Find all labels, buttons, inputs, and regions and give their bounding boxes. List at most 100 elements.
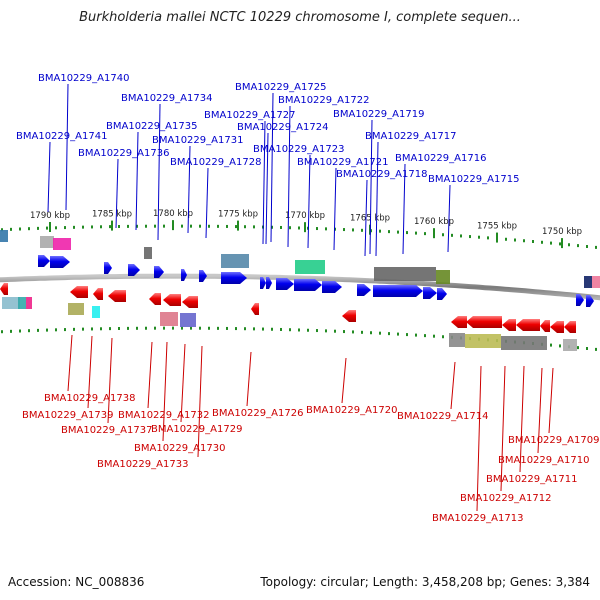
forward-leader-line [47,141,51,213]
reverse-leader-line [107,337,113,424]
forward-gene-label: BMA10229_A1715 [428,174,519,185]
forward-leader-line [115,158,119,229]
forward-leader-line [287,105,291,248]
reverse-leader-line [147,341,153,409]
reverse-gene [251,303,259,315]
reverse-gene-label: BMA10229_A1710 [498,455,589,466]
feature-block [53,238,71,250]
reverse-leader-line [162,341,168,442]
reverse-leader-line [180,343,186,423]
feature-block [449,333,465,347]
reverse-leader-line [500,365,506,492]
forward-gene [260,277,266,289]
forward-gene [294,279,322,291]
forward-gene [128,264,140,276]
scale-tick-label: 1790 kbp [30,211,70,221]
feature-block [436,270,450,284]
feature-block [68,303,84,315]
reverse-gene-label: BMA10229_A1712 [460,493,551,504]
reverse-gene [149,293,161,305]
outer-tick-ring [1,224,597,249]
feature-block [92,306,100,318]
forward-gene [357,284,371,296]
forward-leader-line [270,92,274,243]
forward-leader-line [205,167,209,239]
reverse-gene [93,288,103,300]
reverse-gene-label: BMA10229_A1737 [61,425,152,436]
reverse-gene [108,290,126,302]
forward-leader-line [307,154,311,249]
forward-leader-line [402,163,406,255]
forward-gene-label: BMA10229_A1718 [336,169,427,180]
reverse-gene [564,321,576,333]
forward-gene-label: BMA10229_A1734 [121,93,212,104]
reverse-leader-line [341,357,347,404]
feature-block [465,334,501,348]
feature-block [40,236,54,248]
forward-gene [104,262,112,274]
forward-gene [50,256,70,268]
forward-leader-line [187,145,191,234]
forward-gene-label: BMA10229_A1717 [365,131,456,142]
forward-gene [276,278,294,290]
forward-gene-label: BMA10229_A1740 [38,73,129,84]
reverse-gene-label: BMA10229_A1733 [97,459,188,470]
reverse-leader-line [246,351,252,407]
forward-gene-label: BMA10229_A1721 [297,157,388,168]
forward-gene [266,277,272,289]
feature-block [501,336,547,350]
forward-gene-label: BMA10229_A1731 [152,135,243,146]
forward-gene [437,288,447,300]
reverse-gene-label: BMA10229_A1729 [151,424,242,435]
feature-block [180,313,196,327]
forward-gene-label: BMA10229_A1727 [204,110,295,121]
forward-leader-line [157,103,161,241]
reverse-leader-line [548,367,554,434]
forward-leader-line [265,132,269,245]
forward-gene-label: BMA10229_A1722 [278,95,369,106]
reverse-gene-label: BMA10229_A1709 [508,435,599,446]
feature-block [26,297,32,309]
topology-summary: Topology: circular; Length: 3,458,208 bp… [260,575,590,589]
forward-leader-line [333,167,337,251]
reverse-gene-label: BMA10229_A1738 [44,393,135,404]
forward-gene [181,269,187,281]
forward-gene-label: BMA10229_A1736 [78,148,169,159]
reverse-gene-label: BMA10229_A1720 [306,405,397,416]
scale-tick-label: 1780 kbp [153,209,193,219]
scale-tick-label: 1760 kbp [414,217,454,227]
reverse-leader-line [537,367,543,454]
feature-block [563,339,577,351]
forward-gene [199,270,207,282]
reverse-gene [466,316,502,328]
feature-block [0,230,8,242]
reverse-gene [182,296,198,308]
feature-block [592,276,600,288]
chromosome-backbone [0,273,600,301]
forward-gene-label: BMA10229_A1728 [170,157,261,168]
forward-gene-label: BMA10229_A1741 [16,131,107,142]
reverse-gene-label: BMA10229_A1730 [134,443,225,454]
reverse-gene [516,319,540,331]
forward-leader-line [364,179,368,257]
forward-gene [154,266,164,278]
forward-leader-line [447,184,451,253]
reverse-gene-label: BMA10229_A1726 [212,408,303,419]
scale-tick-label: 1785 kbp [92,210,132,220]
reverse-gene-label: BMA10229_A1713 [432,513,523,524]
forward-gene-label: BMA10229_A1719 [333,109,424,120]
forward-leader-line [375,141,379,257]
feature-block [221,254,249,268]
forward-gene-label: BMA10229_A1716 [395,153,486,164]
forward-leader-line [262,120,266,245]
forward-gene [576,294,584,306]
reverse-gene [540,320,550,332]
feature-block [160,312,178,326]
reverse-gene [502,319,516,331]
reverse-leader-line [197,345,203,458]
reverse-leader-line [476,365,482,512]
feature-block [584,276,592,288]
reverse-gene-label: BMA10229_A1714 [397,411,488,422]
reverse-leader-line [450,361,456,410]
